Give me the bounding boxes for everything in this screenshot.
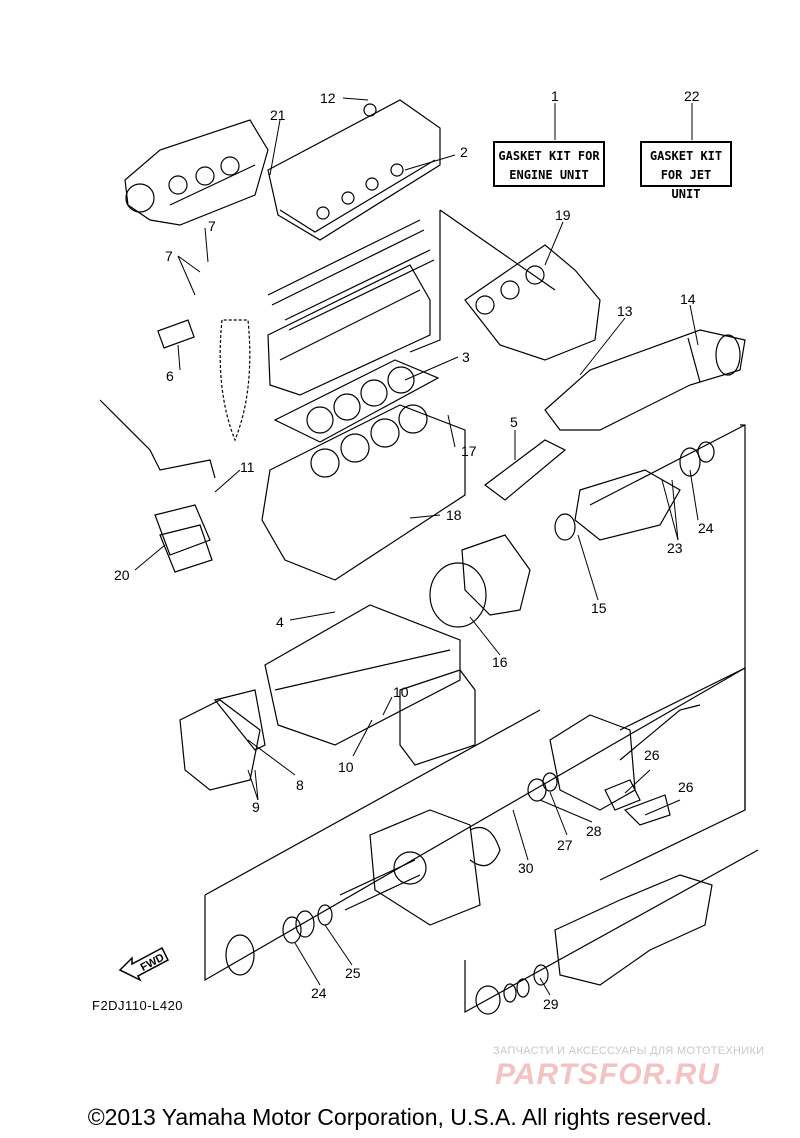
callout-28: 28: [586, 823, 602, 839]
forward-arrow-icon: FWD: [118, 946, 169, 982]
callout-10b: 10: [338, 759, 354, 775]
callout-22: 22: [684, 88, 700, 104]
timing-chain: [157, 319, 251, 442]
callout-9: 9: [252, 799, 260, 815]
jet-gasket-kit-label: GASKET KIT FOR JET UNIT: [640, 141, 732, 201]
callout-24b: 24: [311, 985, 327, 1001]
callout-29: 29: [543, 996, 559, 1012]
nozzle-group-frame: [464, 849, 759, 1014]
callout-19: 19: [555, 207, 571, 223]
callout-11: 11: [240, 459, 255, 475]
driveshaft-group-frame: [204, 666, 746, 982]
callout-17: 17: [461, 443, 477, 459]
dipstick: [99, 399, 216, 479]
callout-13: 13: [617, 303, 633, 319]
crankcase: [264, 604, 461, 746]
cylinder-head: [267, 264, 431, 396]
exhaust-pipe: [544, 329, 746, 431]
jet-group-frame: [599, 424, 746, 881]
head-gasket: [273, 359, 440, 443]
watermark-logo: PARTSFOR.RU: [495, 1058, 720, 1091]
callout-10a: 10: [393, 684, 409, 700]
callout-numbers: 1 2 3 4 5 6 7 7 8 9 10 10 11 12 13 14 15…: [114, 88, 714, 1012]
callout-20: 20: [114, 567, 130, 583]
jet-kit-line2: FOR JET UNIT: [660, 168, 712, 201]
callout-26b: 26: [678, 779, 694, 795]
jet-nozzle: [475, 874, 713, 1015]
callout-21: 21: [270, 107, 286, 123]
callout-14: 14: [680, 291, 696, 307]
callout-8: 8: [296, 777, 304, 793]
oil-pump: [179, 689, 266, 791]
callout-6: 6: [166, 368, 174, 384]
camshafts: [267, 219, 435, 331]
intermediate-housing: [527, 704, 701, 826]
callout-15: 15: [591, 600, 607, 616]
callout-25: 25: [345, 965, 361, 981]
callout-4: 4: [276, 614, 284, 630]
copyright-notice: ©2013 Yamaha Motor Corporation, U.S.A. A…: [87, 1104, 713, 1130]
jet-kit-line1: GASKET KIT: [649, 149, 723, 163]
drive-shaft: [619, 667, 746, 731]
callout-16: 16: [492, 654, 508, 670]
callout-18: 18: [446, 507, 462, 523]
exhaust-manifold: [464, 244, 601, 361]
cylinder-head-cover: [267, 99, 441, 241]
intake-manifold: [124, 119, 269, 226]
callout-7a: 7: [208, 218, 216, 234]
callout-27: 27: [557, 837, 573, 853]
engine-kit-line2: ENGINE UNIT: [509, 168, 589, 182]
callout-1: 1: [551, 88, 559, 104]
oil-pan-cover: [154, 504, 213, 573]
engine-gasket-kit-label: GASKET KIT FOR ENGINE UNIT: [493, 141, 605, 187]
fwd-label: FWD: [139, 952, 167, 974]
callout-7b: 7: [165, 248, 173, 264]
callout-12: 12: [320, 90, 336, 106]
pump-housing: [339, 809, 501, 926]
water-pump: [429, 534, 531, 628]
engine-kit-line1: GASKET KIT FOR: [498, 149, 600, 163]
coupler-housing: [554, 441, 715, 541]
watermark-tagline: ЗАПЧАСТИ И АКСЕССУАРЫ ДЛЯ МОТОТЕХНИКИ: [493, 1045, 765, 1057]
side-cover: [484, 439, 567, 501]
leader-lines: [134, 97, 699, 996]
callout-23: 23: [667, 540, 683, 556]
callout-2: 2: [460, 144, 468, 160]
callout-30: 30: [518, 860, 534, 876]
oil-cooler: [399, 669, 476, 766]
engine-group-frame: [409, 210, 441, 353]
callout-5: 5: [510, 414, 518, 430]
callout-26a: 26: [644, 747, 660, 763]
shaft-seals: [225, 904, 333, 976]
callout-24a: 24: [698, 520, 714, 536]
callout-3: 3: [462, 349, 470, 365]
cylinder-block: [261, 404, 466, 581]
drawing-code: F2DJ110-L420: [92, 998, 184, 1013]
